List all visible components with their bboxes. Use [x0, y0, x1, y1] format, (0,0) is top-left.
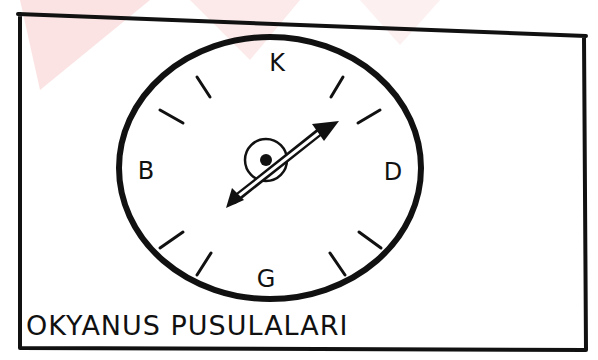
direction-letter: G	[257, 267, 276, 291]
compass-ring	[119, 37, 421, 299]
frame	[18, 14, 586, 350]
watermark-shape	[360, 0, 440, 45]
caption: OKYANUS PUSULALARI	[26, 312, 348, 339]
tick-marks	[160, 77, 381, 275]
compass-needle	[226, 121, 339, 208]
direction-letter: K	[269, 51, 285, 75]
direction-letter: B	[138, 159, 154, 183]
direction-letter: D	[384, 160, 402, 184]
